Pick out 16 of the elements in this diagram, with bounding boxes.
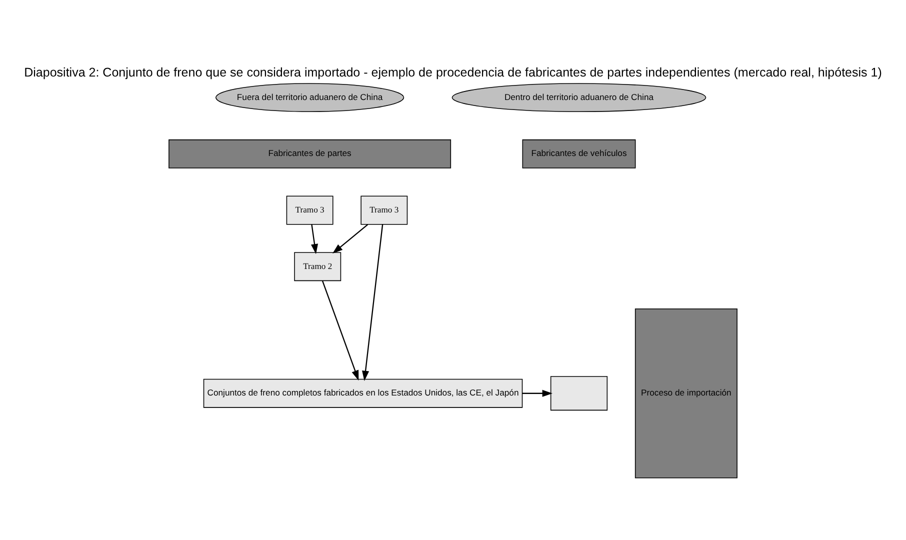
node-box: Fabricantes de vehículos <box>522 138 636 168</box>
arrow <box>362 224 384 380</box>
node-box: Tramo 3 <box>360 195 408 224</box>
node-box: Proceso de importación <box>634 308 738 478</box>
node-box <box>550 376 608 410</box>
arrow <box>332 224 368 254</box>
arrow <box>311 224 318 254</box>
arrow <box>522 389 552 396</box>
node-ellipse: Dentro del territorio aduanero de China <box>452 82 706 112</box>
diagram-title: Diapositiva 2: Conjunto de freno que se considera importado - ejemplo de procedencia de fabricantes de partes independientes (mercado real, hipótesis 1) <box>24 64 882 79</box>
arrow <box>322 280 359 380</box>
node-box: Fabricantes de partes <box>168 138 452 168</box>
node-box: Conjuntos de freno completos fabricados en los Estados Unidos, las CE, el Japón <box>203 378 523 408</box>
node-box: Tramo 3 <box>286 195 334 224</box>
node-ellipse: Fuera del territorio aduanero de China <box>215 82 404 112</box>
node-box: Tramo 2 <box>294 252 342 281</box>
